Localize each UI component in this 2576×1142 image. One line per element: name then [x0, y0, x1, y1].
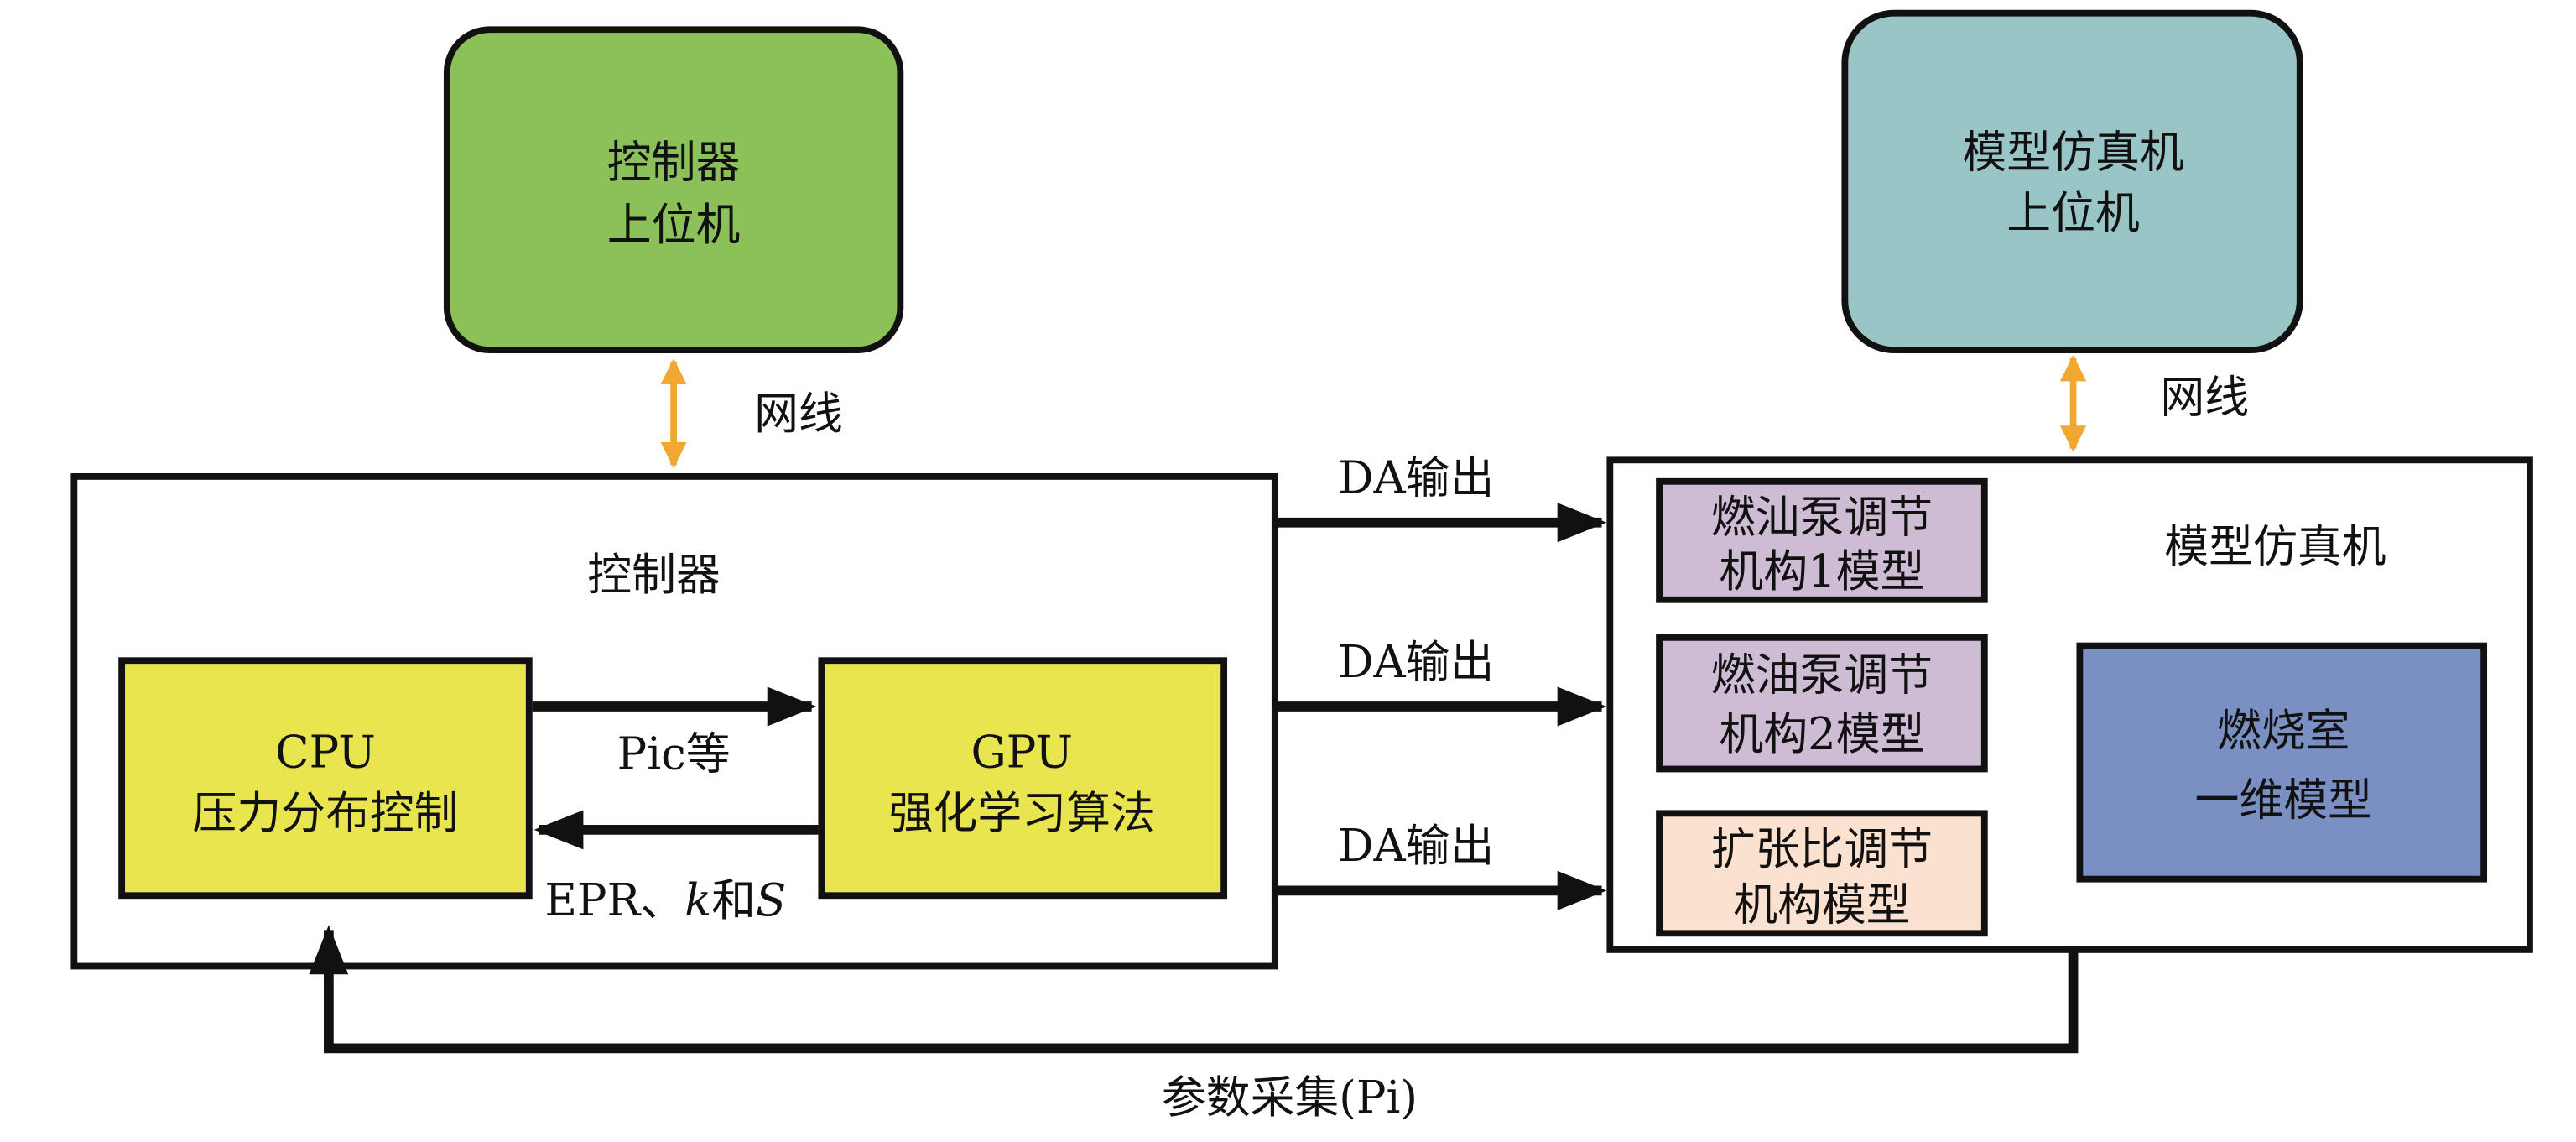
nozzle-label: 扩张比调节 — [1711, 824, 1933, 875]
da-output-label-1: DA输出 — [1338, 452, 1494, 503]
pump2-sublabel: 机构2模型 — [1719, 709, 1924, 760]
feedback-label: 参数采集(Pi) — [1162, 1072, 1418, 1124]
gpu-function-label: 强化学习算法 — [889, 788, 1155, 839]
combustor-label: 燃烧室 — [2217, 706, 2350, 757]
cpu-function-label: 压力分布控制 — [192, 788, 458, 839]
pump2-model-box — [1656, 634, 1988, 773]
controller-title: 控制器 — [587, 550, 721, 601]
da-output-label-2: DA输出 — [1338, 637, 1494, 688]
sim-host-sublabel: 上位机 — [2006, 188, 2140, 239]
controller-host-shape — [443, 26, 904, 354]
nozzle-model-box — [1656, 810, 1988, 937]
controller-host-label: 控制器 — [607, 137, 741, 188]
pump1-label: 燃汕泵调节 — [1711, 492, 1933, 543]
combustor-sublabel: 一维模型 — [2194, 774, 2371, 826]
sim-host-label: 模型仿真机 — [1962, 128, 2183, 179]
cpu-box — [118, 657, 533, 900]
nozzle-sublabel: 机构模型 — [1733, 880, 1910, 931]
da-output-label-3: DA输出 — [1338, 821, 1494, 872]
sim-host-shape — [1841, 9, 2303, 354]
feedback-arrow — [309, 925, 2079, 1054]
gpu-to-cpu-label: EPR、k和S — [544, 875, 786, 926]
gpu-box — [818, 657, 1228, 900]
simulator-title: 模型仿真机 — [2164, 522, 2386, 573]
pump1-model-box — [1656, 477, 1988, 603]
cpu-to-gpu-label: Pic等 — [617, 728, 731, 780]
cpu-label: CPU — [275, 727, 376, 779]
pump1-sublabel: 机构1模型 — [1719, 546, 1924, 597]
network-label-left: 网线 — [754, 388, 843, 440]
gpu-label: GPU — [971, 727, 1073, 779]
controller-host-sublabel: 上位机 — [607, 200, 741, 251]
network-label-right: 网线 — [2160, 373, 2249, 424]
pump2-label: 燃油泵调节 — [1711, 649, 1933, 701]
combustor-model-box — [2076, 642, 2488, 883]
